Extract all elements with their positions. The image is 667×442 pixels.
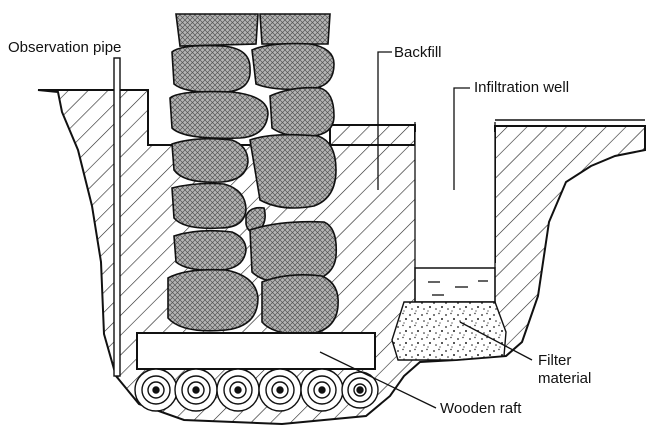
observation-pipe xyxy=(113,57,121,377)
label-backfill: Backfill xyxy=(394,44,442,61)
label-filter-material-2: material xyxy=(538,370,591,387)
water-in-well xyxy=(414,267,496,303)
leader-infiltration-well xyxy=(453,87,470,190)
raft-log xyxy=(216,368,260,412)
filter-material xyxy=(391,301,507,361)
stone-column xyxy=(167,13,339,336)
label-filter-material-1: Filter xyxy=(538,352,571,369)
base-slab xyxy=(136,332,376,370)
raft-log xyxy=(258,368,302,412)
leader-backfill xyxy=(377,51,392,190)
raft-log xyxy=(134,368,178,412)
label-observation-pipe: Observation pipe xyxy=(8,39,121,56)
ground-surface-backfill xyxy=(330,124,415,146)
leader-filter-material xyxy=(459,321,533,361)
raft-log xyxy=(341,371,379,409)
leader-wooden-raft xyxy=(319,351,437,409)
raft-log xyxy=(174,368,218,412)
raft-log xyxy=(300,368,344,412)
label-infiltration-well: Infiltration well xyxy=(474,79,569,96)
backfill-region xyxy=(330,145,415,372)
label-wooden-raft: Wooden raft xyxy=(440,400,522,417)
infiltration-well-shaft xyxy=(415,132,495,268)
wooden-raft xyxy=(134,368,379,412)
